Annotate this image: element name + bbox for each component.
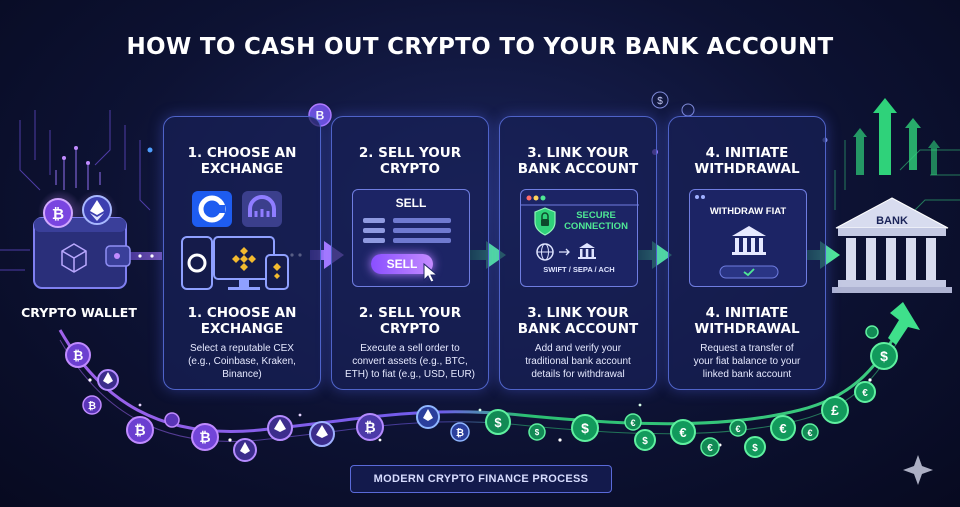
- svg-text:€: €: [707, 443, 713, 454]
- coinbase-icon: [192, 191, 232, 227]
- step-description: Select a reputable CEX(e.g., Coinbase, K…: [188, 343, 296, 380]
- globe-icon: [536, 243, 554, 261]
- kraken-icon: [242, 191, 282, 227]
- svg-text:$: $: [657, 96, 663, 107]
- binance-icon: [232, 247, 256, 271]
- svg-text:£: £: [831, 402, 839, 418]
- transfer-methods: SWIFT / SEPA / ACH: [543, 265, 615, 274]
- phone-icon: [181, 236, 213, 290]
- svg-text:€: €: [679, 425, 686, 440]
- sell-panel: SELL SELL: [352, 189, 470, 287]
- crypto-wallet-label: CRYPTO WALLET: [21, 305, 137, 320]
- sell-button[interactable]: SELL: [371, 254, 433, 274]
- browser-chrome: [521, 195, 639, 261]
- bank-small-icon: [578, 243, 596, 259]
- cursor-icon: [423, 262, 439, 283]
- withdraw-panel: WITHDRAW FIAT: [689, 189, 807, 287]
- fiat-coins: $ $ $ € $ € € € $ € € £ € $: [485, 325, 898, 458]
- svg-text:€: €: [735, 424, 740, 434]
- svg-text:$: $: [535, 428, 540, 437]
- bank-label: BANK: [876, 215, 908, 227]
- svg-text:₿: ₿: [88, 400, 96, 412]
- svg-text:€: €: [862, 388, 868, 399]
- svg-text:$: $: [642, 436, 648, 447]
- svg-text:$: $: [880, 348, 888, 364]
- wallet-icon: ₿: [33, 146, 131, 289]
- svg-text:₿: ₿: [456, 427, 464, 439]
- svg-text:$: $: [581, 420, 589, 436]
- svg-text:₿: ₿: [73, 348, 84, 363]
- crypto-coins: ₿ ₿ ₿ ₿ ₿ ₿: [65, 342, 470, 462]
- withdraw-illustration: [695, 195, 779, 279]
- svg-text:€: €: [779, 421, 786, 436]
- bank-icon: BANK: [832, 197, 952, 293]
- footer-badge: MODERN CRYPTO FINANCE PROCESS: [350, 465, 612, 493]
- svg-text:₿: ₿: [199, 429, 210, 445]
- order-lines: [363, 218, 451, 243]
- monitor-icon: [213, 236, 275, 290]
- svg-text:€: €: [807, 428, 812, 438]
- circuit-lines-left: [0, 110, 151, 271]
- svg-text:$: $: [752, 443, 758, 454]
- svg-text:₿: ₿: [52, 206, 64, 223]
- withdraw-panel-heading: WITHDRAW FIAT: [709, 206, 787, 217]
- svg-text:€: €: [630, 418, 635, 428]
- phone-binance-icon: [265, 254, 289, 290]
- arrow-wallet-to-exchange: [128, 252, 162, 260]
- svg-text:$: $: [494, 415, 502, 430]
- page-title: HOW TO CASH OUT CRYPTO TO YOUR BANK ACCO…: [126, 34, 834, 60]
- shield-icon: [534, 207, 556, 236]
- svg-text:₿: ₿: [364, 419, 375, 435]
- sparkle-icon: [903, 455, 933, 485]
- bank-icon: [732, 226, 766, 255]
- check-icon: [743, 268, 755, 277]
- svg-text:₿: ₿: [134, 422, 145, 438]
- exchange-illustration: [181, 191, 289, 290]
- growth-arrows: [853, 98, 940, 175]
- sell-panel-heading: SELL: [395, 196, 427, 210]
- trail-arrow-head: [888, 302, 920, 345]
- svg-text:B: B: [316, 109, 325, 123]
